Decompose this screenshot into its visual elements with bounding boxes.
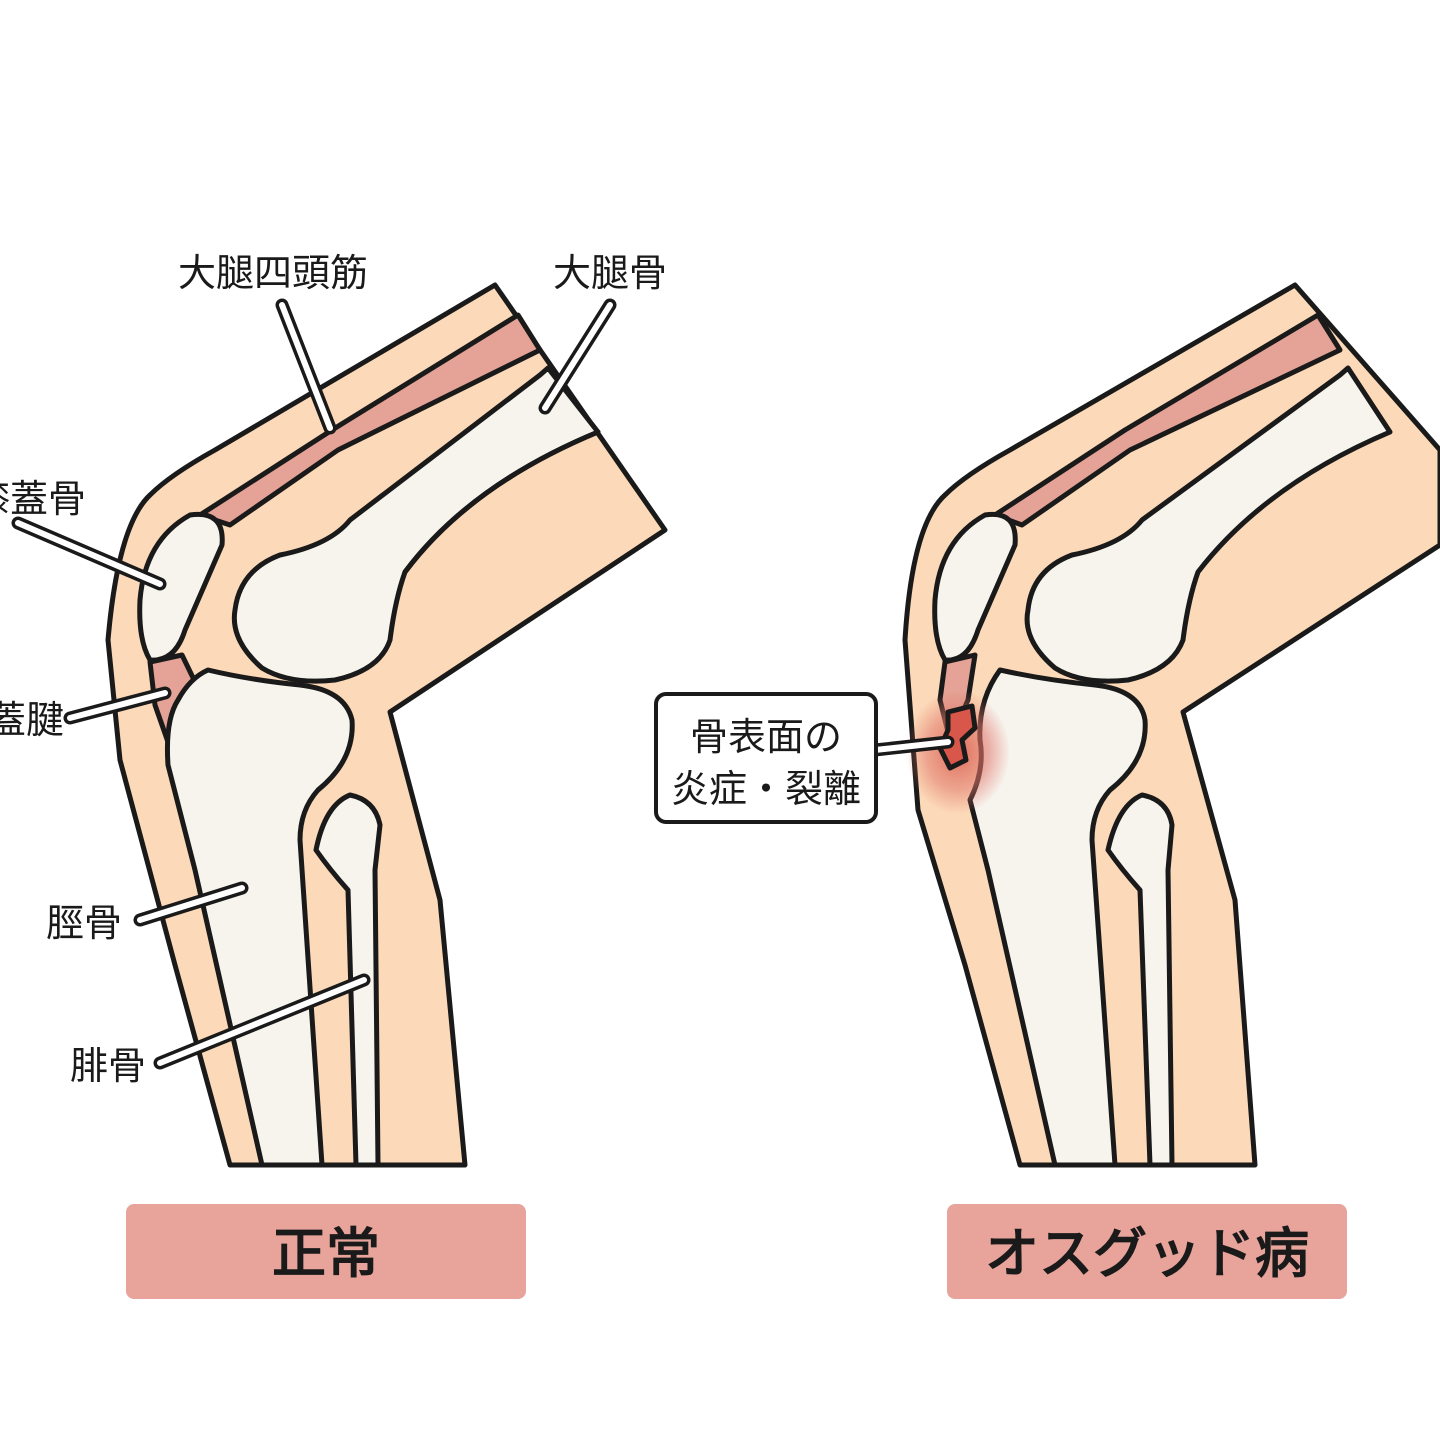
caption-disease-text: オスグッド病 <box>985 1222 1309 1285</box>
normal-fibula <box>313 792 383 1168</box>
lesion-label-line2: 炎症・裂離 <box>671 767 861 811</box>
disease-femur <box>1024 365 1393 684</box>
osgood-knee-illustration <box>902 282 1440 1168</box>
caption-disease-background <box>947 1204 1347 1299</box>
normal-leader-lines <box>11 298 617 1070</box>
label-tibia: 脛骨 <box>46 901 122 945</box>
label-patellar-tendon: 膝蓋腱 <box>0 698 64 742</box>
normal-knee-illustration <box>105 282 668 1168</box>
caption-normal-text: 正常 <box>272 1222 380 1285</box>
caption-disease: オスグッド病 <box>947 1204 1347 1299</box>
caption-normal-background <box>126 1204 526 1299</box>
label-quadriceps: 大腿四頭筋 <box>178 251 368 295</box>
disease-fibula <box>1105 792 1175 1168</box>
lesion-callout: 骨表面の 炎症・裂離 <box>654 692 955 824</box>
label-fibula: 腓骨 <box>70 1044 146 1088</box>
caption-normal: 正常 <box>126 1204 526 1299</box>
normal-tibia <box>164 667 355 1168</box>
disease-quadriceps-muscle <box>992 312 1343 528</box>
lesion-label-line1: 骨表面の <box>690 715 842 759</box>
label-femur: 大腿骨 <box>553 251 667 295</box>
label-patella: 膝蓋骨 <box>0 477 86 521</box>
lesion-label-box <box>654 692 878 824</box>
